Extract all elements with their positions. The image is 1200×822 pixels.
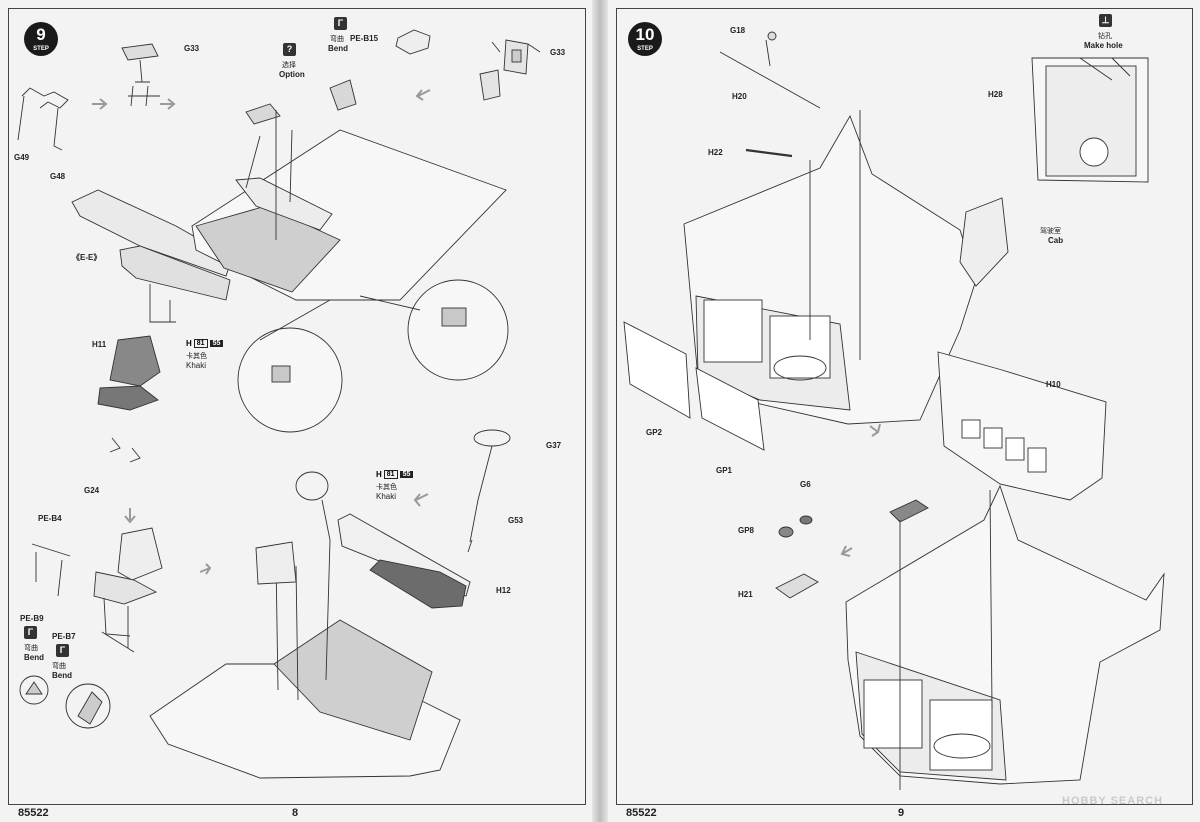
bend-b9-cn: 弯曲 — [24, 645, 38, 652]
make-hole-cn: 钻孔 — [1098, 33, 1112, 40]
color-code-h11: H 81 55 — [186, 339, 224, 348]
left-page-frame — [8, 8, 586, 805]
gp2-window — [623, 321, 691, 419]
seat-assembly-2 — [93, 527, 163, 653]
cab-main-assembly — [683, 110, 1009, 425]
bend-b7-en: Bend — [52, 671, 72, 680]
step-number-10: 10 — [635, 25, 655, 44]
g37-steering-part — [467, 429, 511, 553]
label-h22: H22 — [708, 148, 723, 157]
label-pe-b4: PE-B4 — [38, 514, 62, 523]
question-icon: ? — [283, 43, 296, 56]
right-page-frame — [616, 8, 1193, 805]
khaki-en-label: Khaki — [186, 361, 207, 370]
footer-page-number-left: 8 — [292, 807, 299, 819]
bend-icon-b9: Γ — [24, 626, 37, 639]
g48-g49-bracket-part — [17, 87, 69, 151]
step-badge-10: 10 STEP — [628, 22, 662, 56]
h12-bench-part — [337, 513, 471, 609]
label-h28: H28 — [988, 90, 1003, 99]
footer-product-code-left: 85522 — [18, 807, 49, 819]
footer-page-number-right: 9 — [898, 807, 905, 819]
make-hole-en: Make hole — [1084, 41, 1123, 50]
bend-icon: Γ — [334, 17, 347, 30]
label-g33-top: G33 — [184, 44, 200, 53]
label-pe-b15: PE-B15 — [350, 34, 379, 43]
drill-icon: ⊥ — [1099, 14, 1112, 27]
cab-floor-assembly — [191, 110, 507, 301]
option-grille — [245, 103, 281, 125]
step-word-10: STEP — [637, 46, 653, 52]
step-badge-9: 9 STEP — [24, 22, 58, 56]
label-h20: H20 — [732, 92, 747, 101]
label-g6: G6 — [800, 480, 811, 489]
khaki-cn-label-2: 卡其色 — [376, 484, 397, 491]
label-gp2: GP2 — [646, 428, 663, 437]
label-g37: G37 — [546, 441, 562, 450]
label-g33-right: G33 — [550, 48, 566, 57]
h10-panel-part — [937, 351, 1107, 501]
h20-rail — [719, 39, 821, 109]
label-h21: H21 — [738, 590, 753, 599]
g33-side-part — [479, 39, 541, 101]
page-gutter — [592, 0, 608, 822]
bend-cn-label: 弯曲 — [330, 36, 344, 43]
hobby-search-watermark: HOBBY SEARCH — [1062, 795, 1164, 807]
label-h11: H11 — [92, 340, 107, 349]
option-cn-label: 选择 — [282, 62, 296, 69]
khaki-cn-label: 卡其色 — [186, 353, 207, 360]
bend-icon-b7: Γ — [56, 644, 69, 657]
label-g48: G48 — [50, 172, 66, 181]
bend-b9-en: Bend — [24, 653, 44, 662]
label-g24: G24 — [84, 486, 100, 495]
gp1-window — [695, 367, 765, 451]
lower-floor-assembly — [149, 471, 461, 779]
pe-b4-rod — [31, 543, 71, 597]
footer-product-code-right: 85522 — [626, 807, 657, 819]
bend-en-label: Bend — [328, 44, 348, 53]
label-g18: G18 — [730, 26, 746, 35]
label-gp8: GP8 — [738, 526, 755, 535]
option-en-label: Option — [279, 70, 305, 79]
label-g53: G53 — [508, 516, 524, 525]
pe-b15-plate — [395, 29, 431, 55]
g33-grille-part — [121, 43, 160, 107]
h22-bar — [745, 148, 793, 158]
label-h10: H10 — [1046, 380, 1061, 389]
label-pe-b9: PE-B9 — [20, 614, 44, 623]
label-pe-b7: PE-B7 — [52, 632, 76, 641]
label-g49: G49 — [14, 153, 30, 162]
label-e-e: 《E-E》 — [72, 253, 102, 262]
detail-circle-2 — [407, 279, 509, 381]
khaki-en-label-2: Khaki — [376, 492, 397, 501]
h28-panel-part — [1031, 57, 1149, 183]
g6-gp8-h21-parts — [775, 499, 929, 599]
color-code-h12: H 81 55 — [376, 470, 414, 479]
cab-en-label: Cab — [1048, 236, 1064, 245]
step-word: STEP — [33, 46, 49, 52]
step-number: 9 — [36, 25, 46, 44]
label-gp1: GP1 — [716, 466, 733, 475]
label-h12: H12 — [496, 586, 511, 595]
lower-cab-assembly — [845, 484, 1165, 790]
bend-b7-cn: 弯曲 — [52, 663, 66, 670]
dashboard-e-e-part — [71, 189, 233, 323]
cab-cn-label: 驾驶室 — [1040, 228, 1061, 235]
h11-seat-part — [97, 335, 161, 463]
